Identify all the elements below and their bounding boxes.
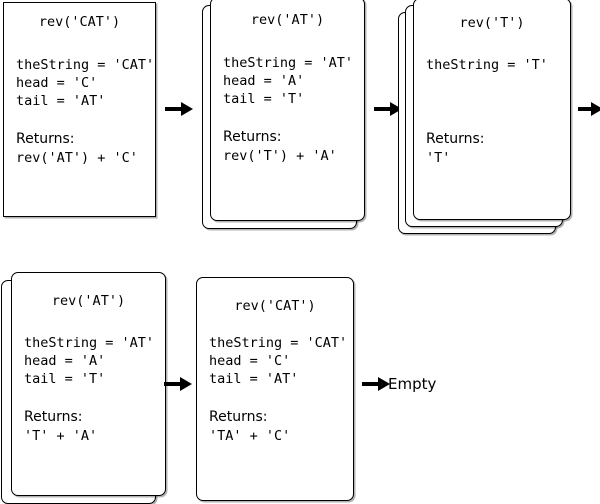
arrow-head xyxy=(378,377,390,391)
frame-card: rev('CAT') theString = 'CAT' head = 'C' … xyxy=(3,2,156,217)
arrow-frame5-to-empty xyxy=(362,377,390,391)
frame-card: rev('AT') theString = 'AT' head = 'A' ta… xyxy=(210,0,365,221)
frame-title: rev('CAT') xyxy=(234,298,316,314)
stack-frame-rev-cat-return: rev('CAT') theString = 'CAT' head = 'C' … xyxy=(196,277,356,503)
frame-card: rev('T') theString = 'T' Returns: 'T' xyxy=(413,0,571,220)
stack-frame-rev-t-base: rev('T') theString = 'T' Returns: 'T' xyxy=(398,0,583,234)
arrow-frame1-to-frame2 xyxy=(165,102,193,116)
arrow-shaft xyxy=(374,107,391,111)
stack-frame-rev-at-call: rev('AT') theString = 'AT' head = 'A' ta… xyxy=(202,0,367,229)
frame-var-line: theString = 'AT' xyxy=(223,55,354,71)
frame-var-line: theString = 'CAT' xyxy=(16,57,155,73)
frame-card: rev('CAT') theString = 'CAT' head = 'C' … xyxy=(196,277,354,501)
frame-var-line: theString = 'CAT' xyxy=(209,335,348,351)
frame-returns-label: Returns: xyxy=(24,409,83,425)
frame-title: rev('AT') xyxy=(51,293,126,309)
arrow-shaft xyxy=(165,107,182,111)
frame-returns-value: 'TA' + 'C' xyxy=(209,428,291,444)
frame-var-line: head = 'A' xyxy=(24,353,106,369)
empty-stack-label: Empty xyxy=(388,375,437,393)
frame-title: rev('T') xyxy=(459,15,525,31)
frame-returns-label: Returns: xyxy=(426,131,485,147)
arrow-head xyxy=(181,102,193,116)
frame-var-line: head = 'C' xyxy=(209,353,291,369)
frame-var-line: tail = 'AT' xyxy=(209,371,299,387)
arrow-shaft xyxy=(578,107,592,111)
arrow-shaft xyxy=(362,382,379,386)
arrow-frame3-to-frame4 xyxy=(578,102,600,116)
frame-returns-value: 'T' + 'A' xyxy=(24,428,98,444)
arrow-head xyxy=(591,102,600,116)
frame-returns-value: 'T' xyxy=(426,150,451,166)
stack-frame-rev-cat-call: rev('CAT') theString = 'CAT' head = 'C' … xyxy=(3,2,156,217)
frame-returns-value: rev('AT') + 'C' xyxy=(16,150,138,166)
frame-title: rev('CAT') xyxy=(38,14,121,30)
arrow-frame4-to-frame5 xyxy=(164,377,192,391)
frame-var-line: tail = 'AT' xyxy=(16,93,106,109)
frame-returns-label: Returns: xyxy=(16,131,75,147)
frame-returns-value: rev('T') + 'A' xyxy=(223,148,337,164)
frame-returns-label: Returns: xyxy=(209,409,268,425)
frame-title: rev('AT') xyxy=(250,12,325,28)
frame-returns-label: Returns: xyxy=(223,129,282,145)
stack-frame-rev-at-return: rev('AT') theString = 'AT' head = 'A' ta… xyxy=(1,272,167,504)
frame-card: rev('AT') theString = 'AT' head = 'A' ta… xyxy=(11,272,166,496)
frame-var-line: tail = 'T' xyxy=(24,371,106,387)
frame-var-line: head = 'A' xyxy=(223,73,305,89)
arrow-head xyxy=(180,377,192,391)
frame-var-line: theString = 'AT' xyxy=(24,335,155,351)
arrow-shaft xyxy=(164,382,181,386)
frame-var-line: tail = 'T' xyxy=(223,91,305,107)
frame-var-line: head = 'C' xyxy=(16,75,98,91)
frame-var-line: theString = 'T' xyxy=(426,57,548,73)
